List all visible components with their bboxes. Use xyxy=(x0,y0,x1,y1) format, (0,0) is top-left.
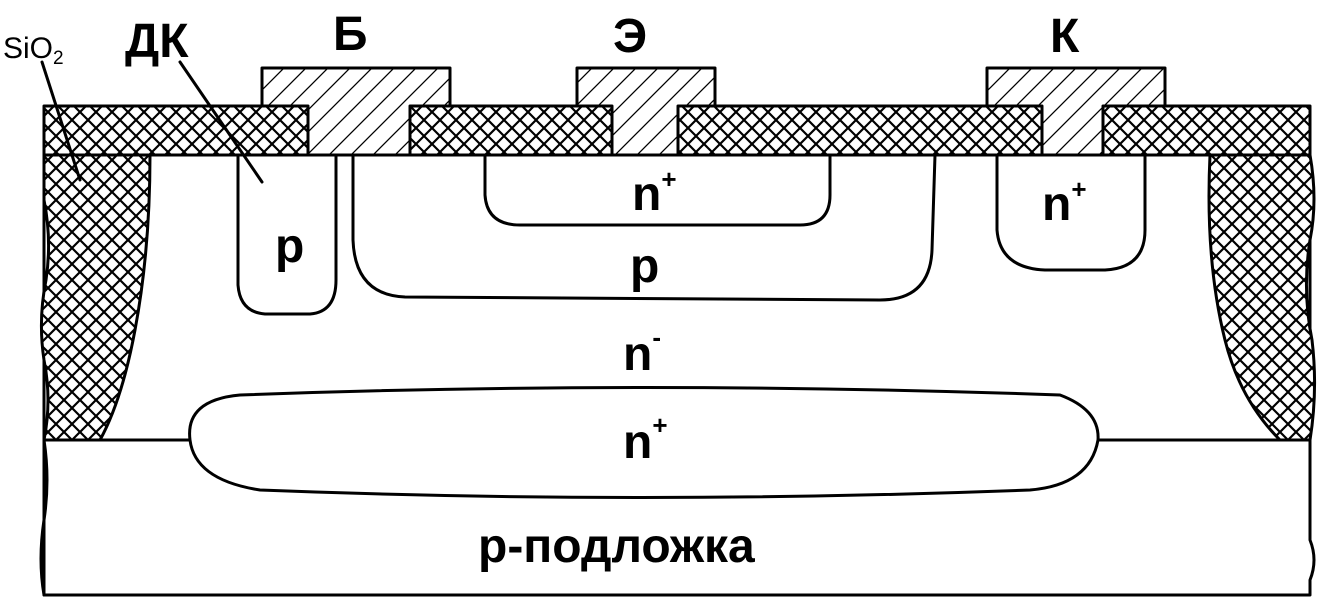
n-collector-contact-label: n+ xyxy=(1042,174,1087,231)
n-epi-label: n- xyxy=(623,322,661,381)
p-base-label: p xyxy=(630,240,659,293)
deep-collector-label: ДК xyxy=(125,15,189,68)
isolation-left xyxy=(39,153,152,442)
deep-collector-leader-line xyxy=(178,60,264,184)
collector-contact-region xyxy=(995,153,1147,272)
p-region-left xyxy=(236,153,338,316)
oxide-segment-3 xyxy=(676,104,1044,157)
substrate-left-edge xyxy=(39,438,49,597)
oxide-segment-2 xyxy=(408,104,614,157)
p-region-left-label: p xyxy=(275,220,304,273)
emitter-label: Э xyxy=(613,10,647,63)
base-label: Б xyxy=(333,8,368,61)
emitter-region xyxy=(483,153,832,227)
substrate-label: p-подложка xyxy=(478,520,755,573)
base-region xyxy=(351,153,937,302)
isolation-right xyxy=(1207,153,1317,442)
oxide-label: SiO2 xyxy=(3,32,64,69)
collector-label: К xyxy=(1050,10,1080,63)
oxide-leader-line xyxy=(40,60,82,182)
n-buried-label: n+ xyxy=(623,410,668,469)
substrate-outline xyxy=(42,153,1316,597)
oxide-segment-4 xyxy=(1101,104,1312,157)
buried-layer xyxy=(188,386,1100,499)
oxide-segment-1 xyxy=(42,104,310,157)
n-emitter-label: n+ xyxy=(632,164,677,221)
